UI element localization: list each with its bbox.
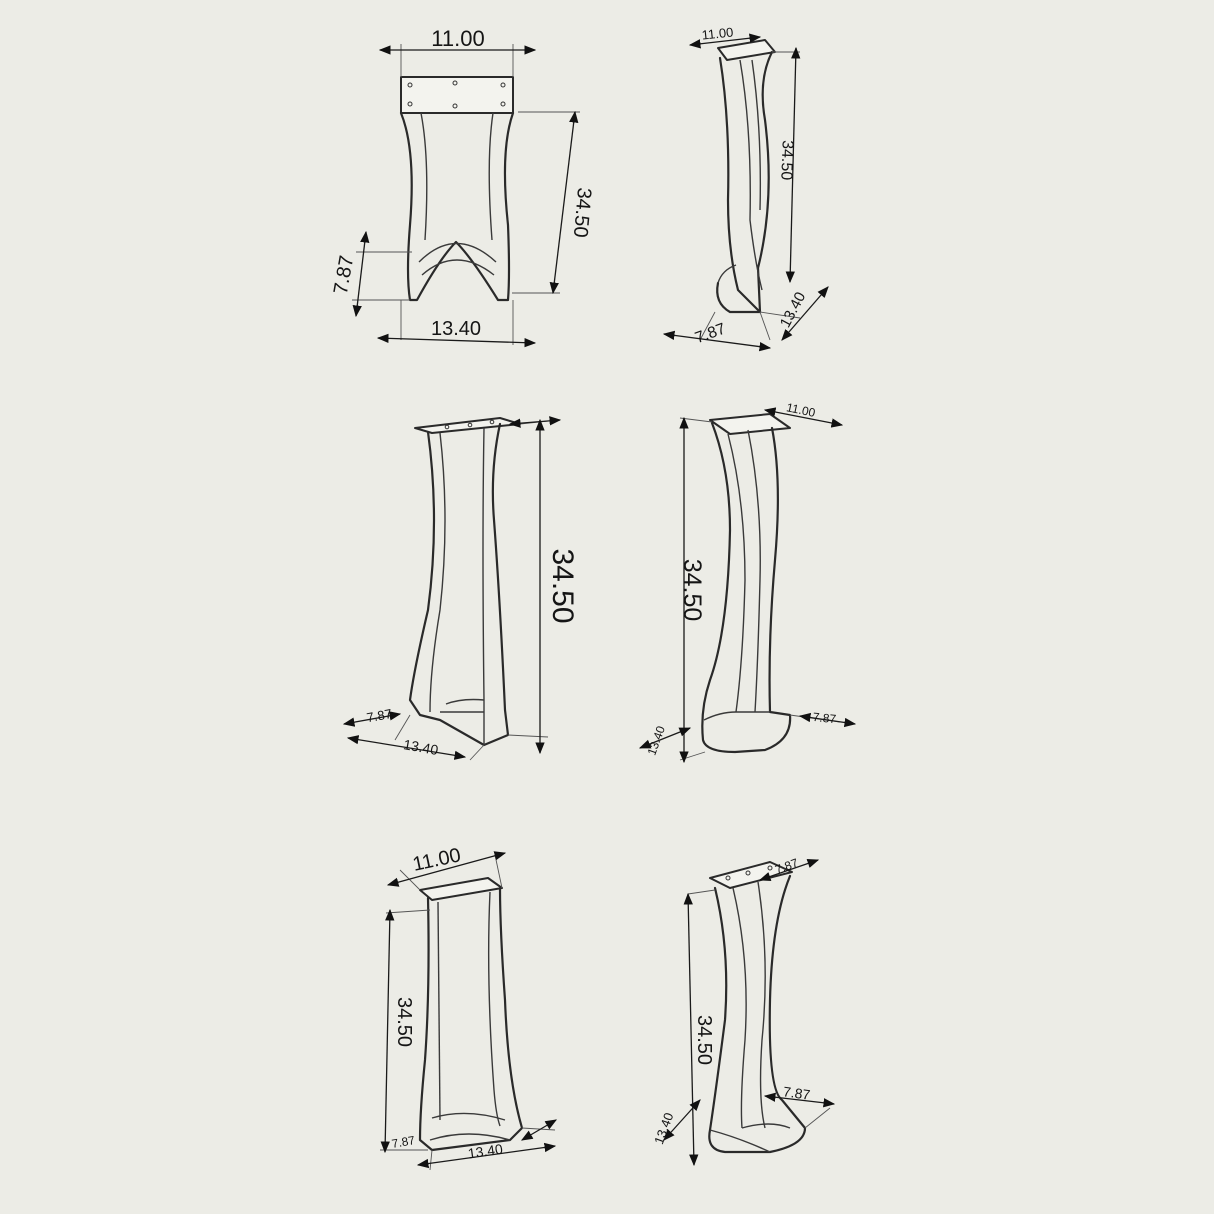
dim-height: 34.50	[693, 1015, 715, 1065]
dim-top-depth: 11.00	[701, 24, 734, 42]
stand-body	[718, 50, 774, 314]
dim-top-depth: 7.87	[365, 706, 393, 725]
top-plate	[414, 417, 521, 434]
iso-view-front: 7.87 34.50 13.40 7.87	[651, 856, 836, 1167]
top-plate	[717, 39, 776, 61]
dim-base-depth: 7.87	[693, 320, 728, 347]
dim-height: 34.50	[678, 559, 706, 622]
dim-height: 34.50	[546, 548, 579, 623]
dim-top-depth: 11.00	[785, 400, 817, 420]
dim-height: 34.50	[569, 187, 595, 239]
dim-base-width: 13.40	[431, 318, 481, 340]
dim-base-width: 7.87	[812, 710, 837, 726]
stand-body	[701, 421, 792, 754]
dim-top-width: 11.00	[431, 26, 484, 51]
dim-base-width: 13.40	[777, 289, 810, 330]
stand-body	[408, 422, 510, 747]
stand-body	[399, 111, 515, 302]
dim-base-width: 13.40	[467, 1141, 504, 1162]
dim-height: 34.50	[777, 140, 795, 181]
dim-arch: 7.87	[330, 254, 358, 296]
dim-base-width: 13.40	[402, 736, 439, 758]
dim-top-depth: 7.87	[773, 856, 800, 877]
side-view: 11.00 34.50 7.87 13.40	[662, 24, 829, 352]
iso-view-left: 34.50 7.87 13.40	[342, 416, 579, 761]
dim-base-depth: 7.87	[391, 1133, 417, 1151]
top-plate	[709, 413, 791, 435]
dim-base-depth: 13.40	[651, 1111, 676, 1147]
iso-view-back: 11.00 34.50 7.87 13.40	[380, 844, 558, 1171]
dim-top-width: 11.00	[411, 844, 463, 876]
dim-height: 34.50	[393, 997, 415, 1047]
stand-body	[708, 874, 807, 1154]
front-view: 11.00 34.50 7.87 13.40	[330, 26, 595, 348]
stand-body	[418, 886, 524, 1152]
dim-base-depth: 13.40	[645, 724, 669, 757]
iso-view-right: 34.50 11.00 13.40 7.87	[638, 400, 857, 764]
dim-base-width: 7.87	[782, 1083, 811, 1103]
